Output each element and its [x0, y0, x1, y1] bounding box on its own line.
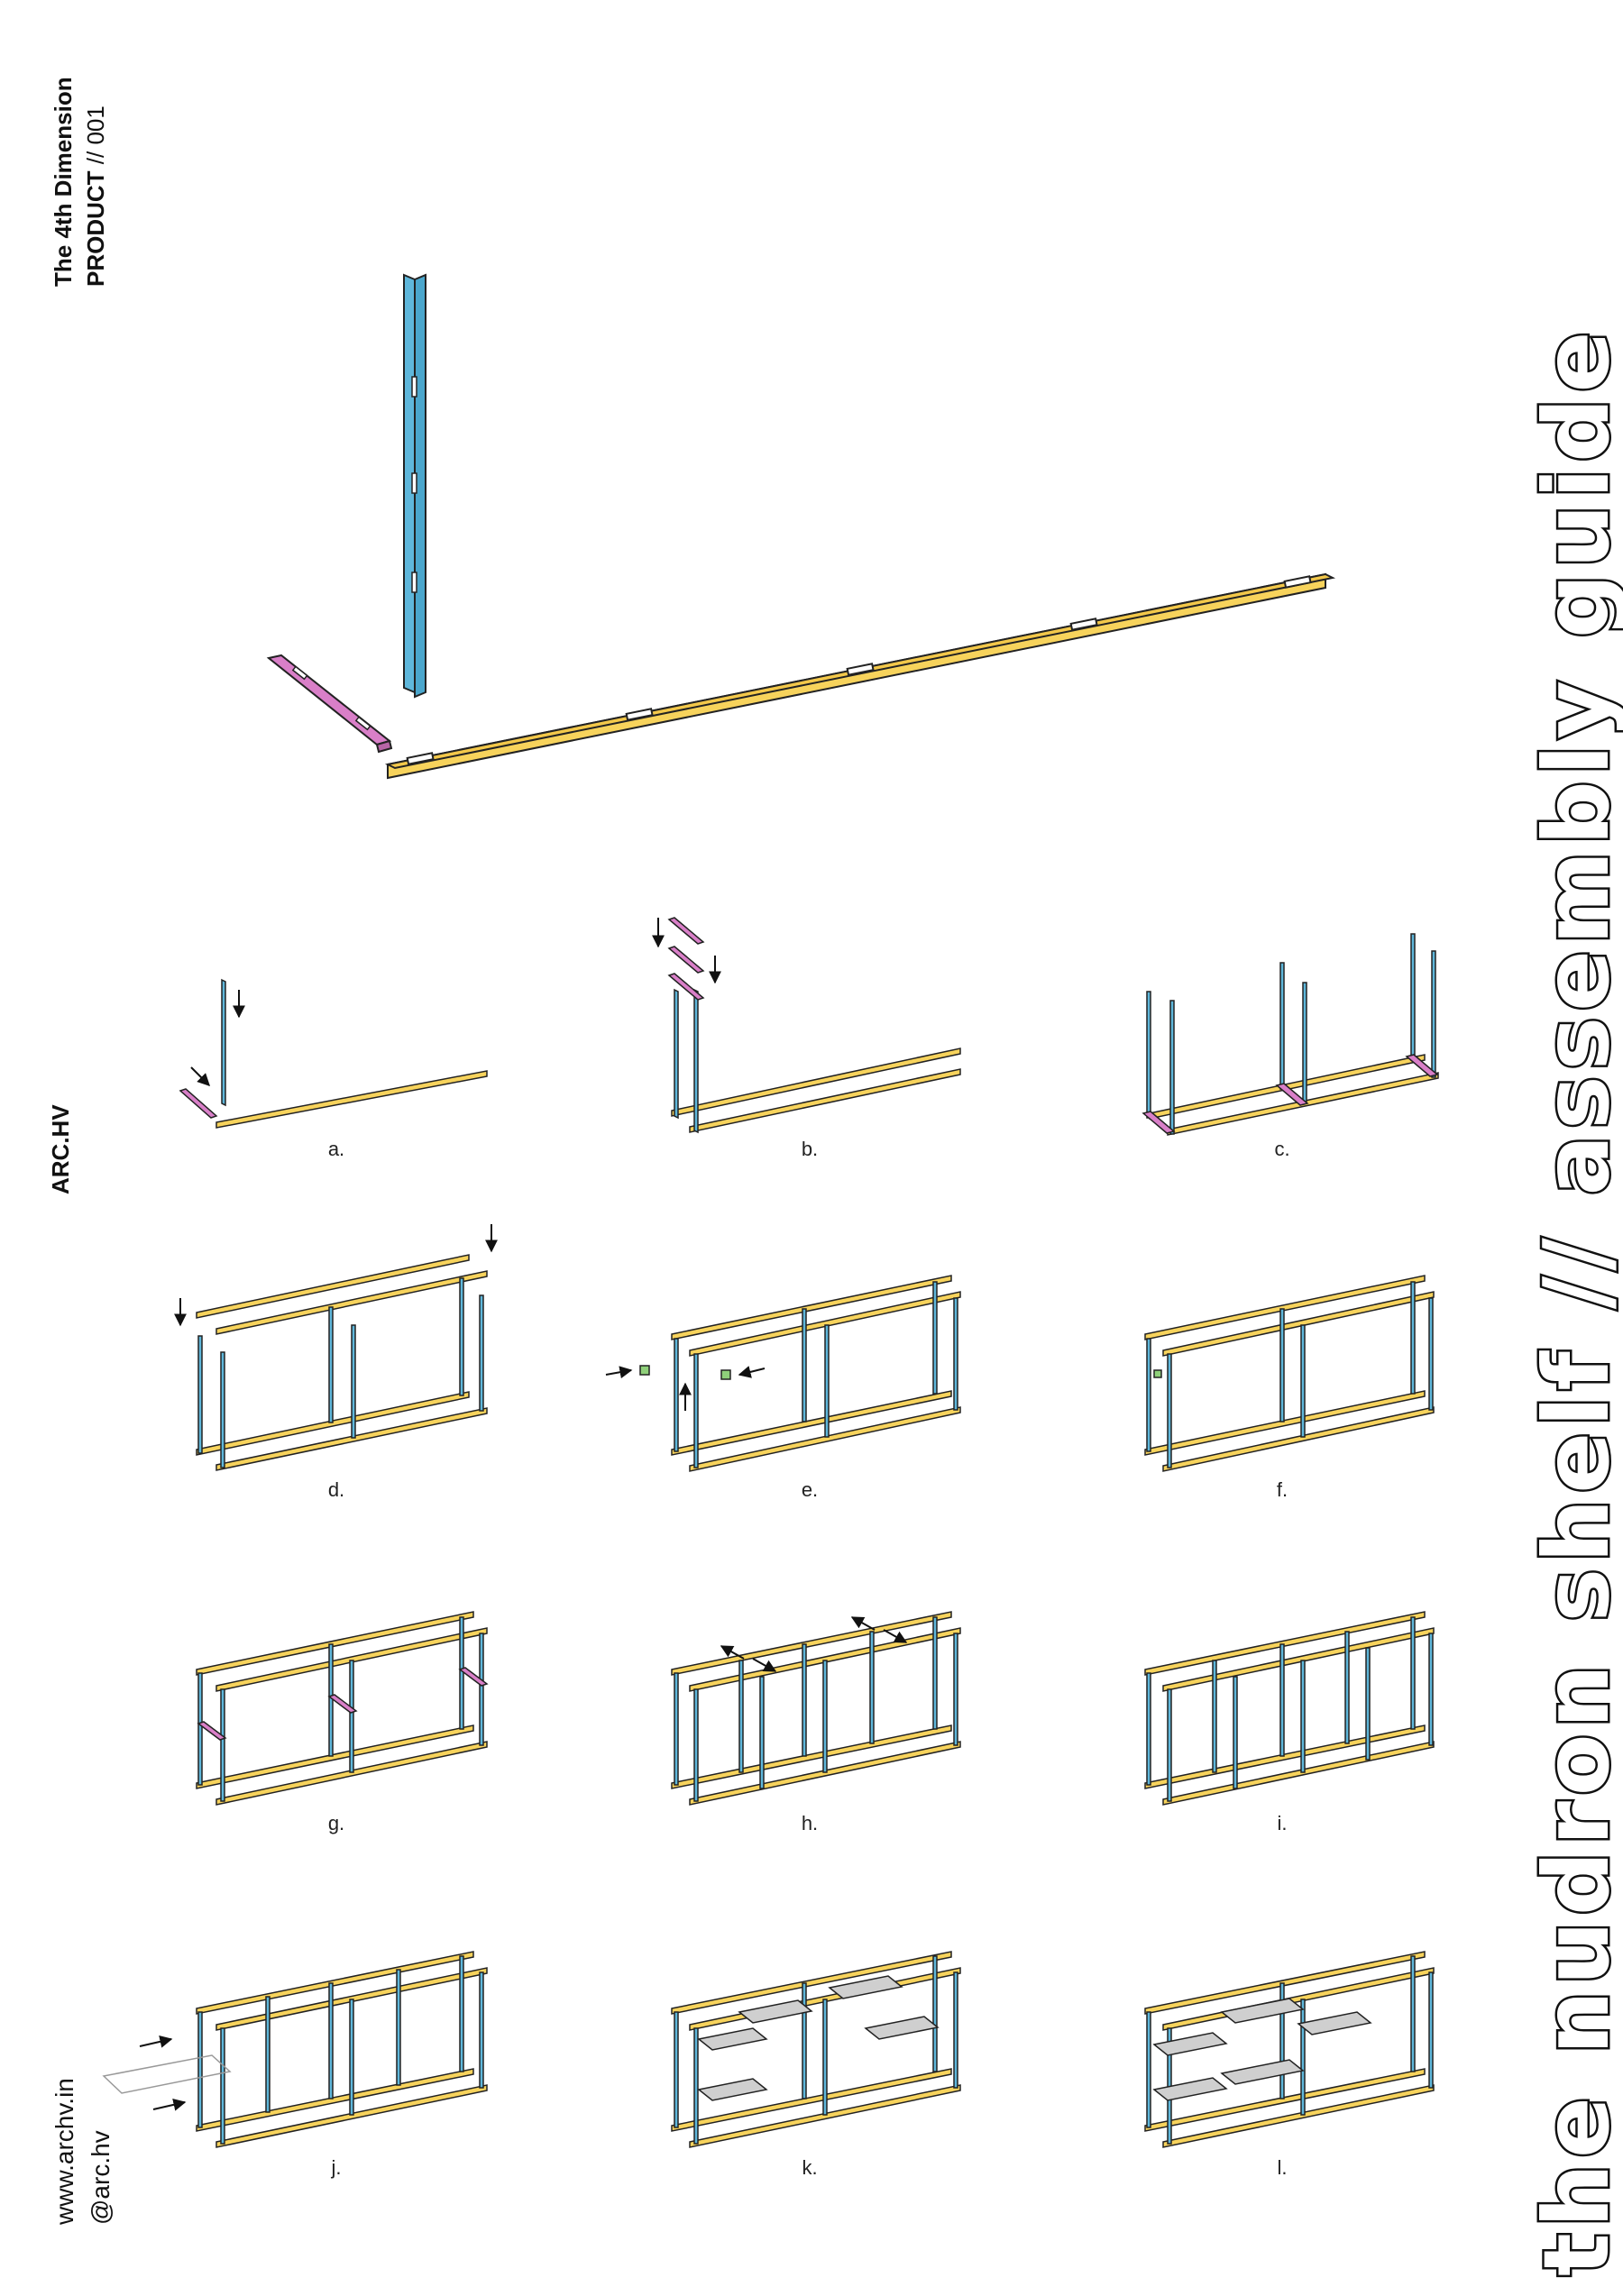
exploded-parts [266, 273, 1336, 780]
step-labels: a. b. c. d. e. f. g. h. i. j. k. l. [328, 1138, 1290, 2179]
step-label-j: j. [331, 2156, 342, 2179]
step-label-c: c. [1274, 1138, 1289, 1160]
vertical-post-part [403, 273, 426, 699]
step-label-k: k. [802, 2156, 817, 2179]
step-label-h: h. [802, 1812, 818, 1834]
step-label-e: e. [802, 1478, 818, 1501]
step-f [1144, 1275, 1435, 1472]
step-label-l: l. [1278, 2156, 1288, 2179]
step-a [179, 978, 488, 1129]
step-label-d: d. [328, 1478, 344, 1501]
connector-part [266, 654, 393, 754]
step-d [174, 1224, 498, 1471]
step-label-b: b. [802, 1138, 818, 1160]
step-e [605, 1275, 961, 1472]
step-h [671, 1611, 961, 1806]
step-b [652, 917, 961, 1134]
step-k [671, 1951, 961, 2148]
step-j [102, 1951, 488, 2148]
step-c [1142, 933, 1439, 1136]
step-label-a: a. [328, 1138, 344, 1160]
step-g [196, 1611, 489, 1806]
step-l [1144, 1951, 1435, 2148]
step-i [1144, 1611, 1435, 1806]
step-label-i: i. [1278, 1812, 1288, 1834]
step-label-g: g. [328, 1812, 344, 1834]
horizontal-rail-part [384, 572, 1336, 780]
step-label-f: f. [1277, 1478, 1288, 1501]
